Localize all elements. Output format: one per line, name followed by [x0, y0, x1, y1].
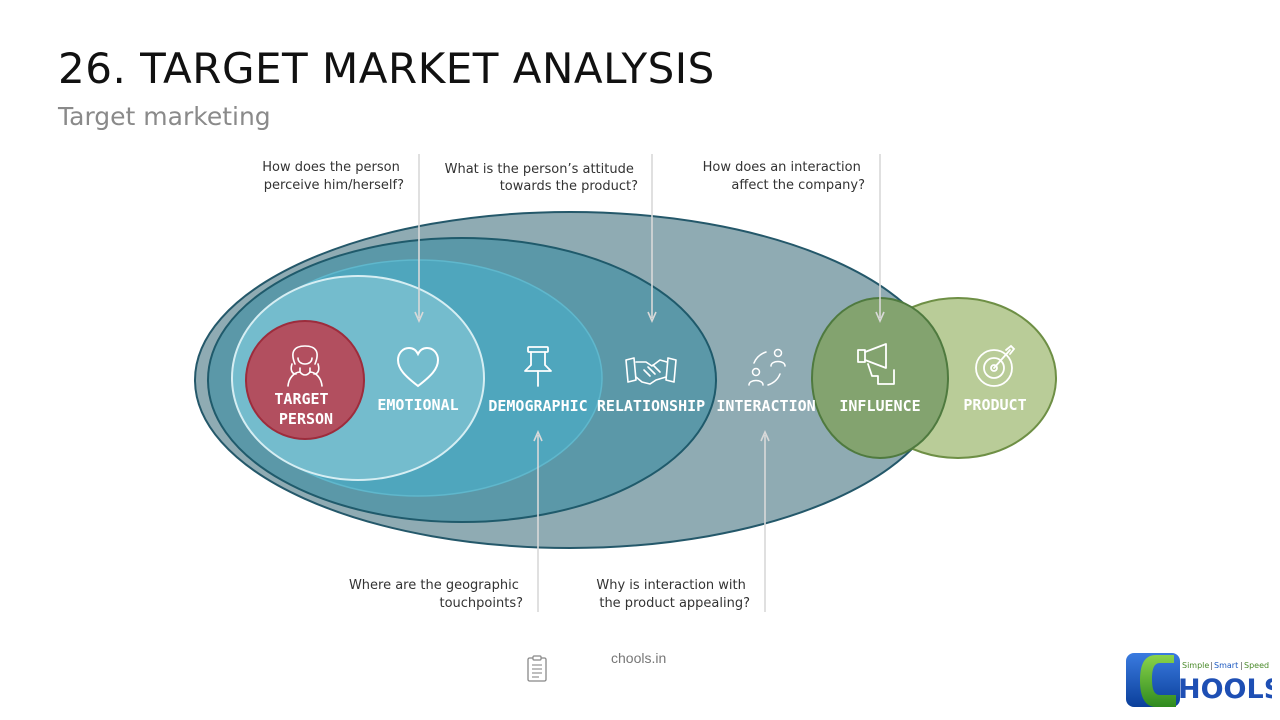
megaphone-icon: [857, 343, 895, 385]
question-interaction: Why is interaction with the product appe…: [596, 578, 750, 611]
page-title: 26. TARGET MARKET ANALYSIS: [58, 44, 715, 93]
influence-label: INFLUENCE: [839, 397, 920, 415]
question-relationship: What is the person’s attitude towards th…: [445, 162, 638, 194]
relationship-label: RELATIONSHIP: [597, 397, 705, 415]
heart-icon: [396, 346, 440, 388]
footer-site[interactable]: chools.in: [611, 650, 667, 666]
people-exchange-icon: [748, 348, 786, 386]
demographic-label: DEMOGRAPHIC: [488, 397, 587, 415]
svg-text:HOOLS: HOOLS: [1178, 674, 1272, 705]
target-person-label: TARGET PERSON: [274, 390, 337, 428]
svg-text:|: |: [1240, 661, 1243, 670]
question-influence: How does an interaction affect the compa…: [703, 160, 865, 193]
clipboard-icon: [527, 655, 547, 682]
chools-logo: Simple | Smart | Speed HOOLS: [1126, 653, 1272, 707]
pushpin-icon: [524, 346, 552, 387]
connector-lines: [414, 154, 885, 612]
page-subtitle: Target marketing: [58, 102, 271, 131]
question-demographic: Where are the geographic touchpoints?: [349, 578, 523, 611]
woman-icon: [287, 345, 323, 387]
question-emotional: How does the person perceive him/herself…: [262, 160, 404, 193]
product-label: PRODUCT: [963, 396, 1026, 414]
handshake-icon: [625, 357, 677, 385]
svg-text:|: |: [1210, 661, 1213, 670]
target-icon: [975, 344, 1016, 387]
svg-text:Simple: Simple: [1182, 661, 1209, 670]
svg-text:Smart: Smart: [1214, 661, 1238, 670]
svg-text:Speed: Speed: [1244, 661, 1269, 670]
emotional-label: EMOTIONAL: [377, 396, 458, 414]
target-person-circle: [245, 320, 365, 440]
interaction-label: INTERACTION: [716, 397, 815, 415]
